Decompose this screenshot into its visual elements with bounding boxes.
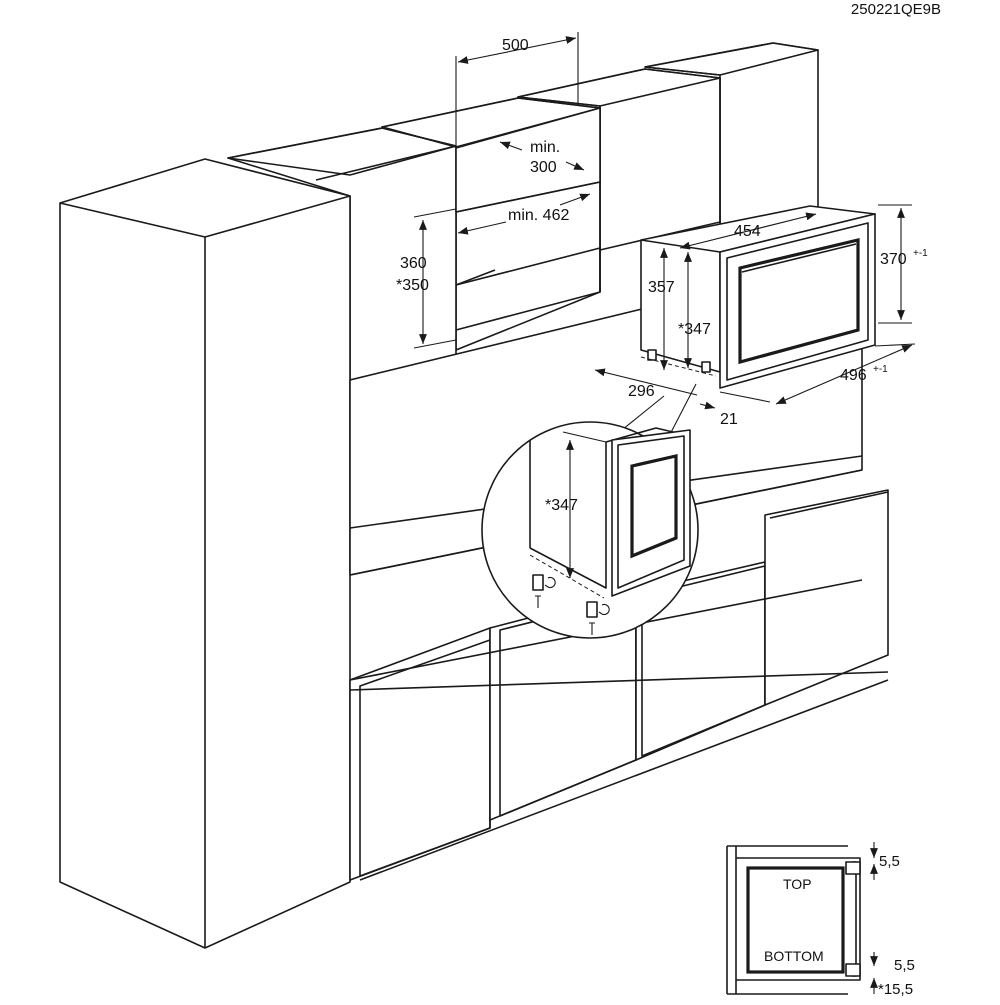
oven-foot [647, 349, 657, 361]
adjustable-foot-icon [532, 574, 544, 591]
drawing-code: 250221QE9B [851, 1, 941, 18]
frame-bottom-label: BOTTOM [764, 948, 824, 964]
niche-width-label: 500 [502, 37, 529, 54]
rotate-arrow-icon [598, 603, 610, 616]
niche-dimensions: 500 min. 300 min. 462 360 *350 [396, 32, 591, 349]
oven-dimensions: 454 370 +-1 357 *347 296 21 496 +-1 [594, 204, 928, 428]
body-height-alt-label: *347 [678, 321, 711, 338]
side-depth-label: 296 [628, 383, 655, 400]
niche-depth-label: 300 [530, 159, 557, 176]
oven-width-label: 454 [734, 223, 761, 240]
oven-foot [701, 361, 711, 373]
detail-height-label: *347 [545, 497, 578, 514]
niche-height-alt-label: *350 [396, 277, 429, 294]
frame-top-label: TOP [783, 876, 812, 892]
bottom-gap-label: 5,5 [894, 957, 915, 974]
oven-depth-tolerance: +-1 [873, 364, 888, 375]
cabinet-assembly [59, 42, 889, 949]
oven-depth-label: 496 [840, 367, 867, 384]
magnified-detail: *347 [481, 383, 699, 639]
adjustable-foot-icon [586, 601, 598, 618]
frame-cross-section: TOP BOTTOM 5,5 5,5 *15,5 [726, 842, 915, 998]
oven-door-window [738, 237, 860, 365]
top-gap-label: 5,5 [879, 853, 900, 870]
oven-height-label: 370 [880, 251, 907, 268]
base-cabinet-far-right [764, 489, 889, 706]
niche-height-label: 360 [400, 255, 427, 272]
screw-icon [589, 622, 595, 635]
frame-inner-opening [746, 866, 845, 974]
body-height-label: 357 [648, 279, 675, 296]
niche-depth-min-label: min. [530, 139, 560, 156]
bottom-gap-alt-label: *15,5 [878, 981, 913, 998]
front-offset-label: 21 [720, 411, 738, 428]
rotate-arrow-icon [544, 576, 556, 589]
oven-height-tolerance: +-1 [913, 248, 928, 259]
niche-inner-width-label: min. 462 [508, 207, 569, 224]
screw-icon [535, 595, 541, 608]
